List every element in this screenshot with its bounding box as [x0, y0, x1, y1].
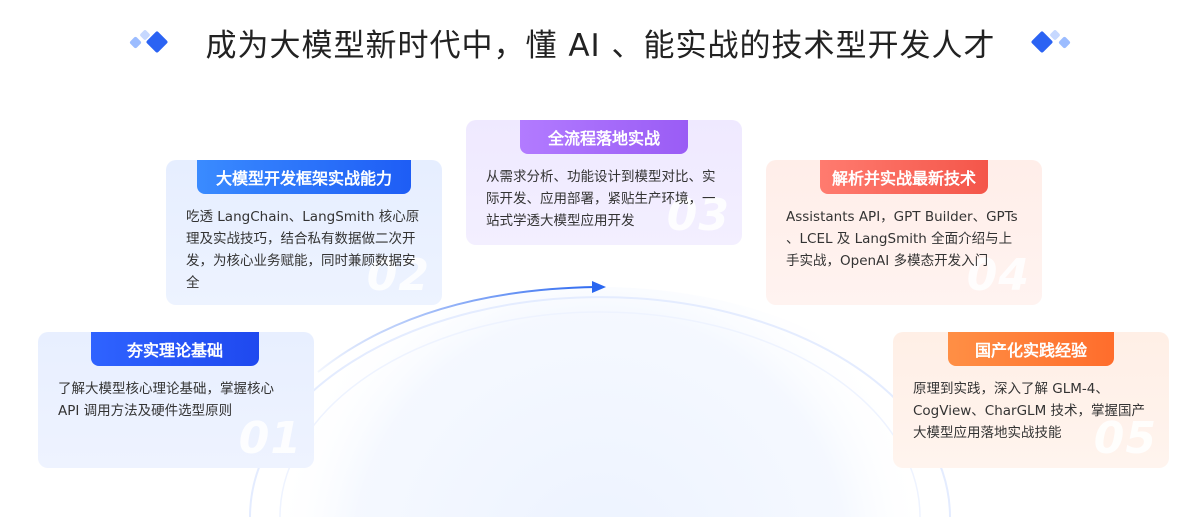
- card-theory: 夯实理论基础 了解大模型核心理论基础，掌握核心 API 调用方法及硬件选型原则 …: [38, 332, 314, 468]
- card-number-03: 03: [666, 190, 730, 241]
- card-title-theory: 夯实理论基础: [91, 332, 259, 366]
- card-framework: 大模型开发框架实战能力 吃透 LangChain、LangSmith 核心原理及…: [166, 160, 442, 305]
- card-title-full-process: 全流程落地实战: [520, 120, 688, 154]
- card-number-05: 05: [1093, 413, 1157, 464]
- card-title-domestic: 国产化实践经验: [948, 332, 1114, 366]
- card-body-theory: 了解大模型核心理论基础，掌握核心 API 调用方法及硬件选型原则: [58, 381, 274, 419]
- header: 成为大模型新时代中，懂 AI 、能实战的技术型开发人才: [0, 14, 1201, 70]
- diamond-decoration-right-icon: [1024, 25, 1074, 59]
- card-body-domestic: 原理到实践，深入了解 GLM-4、CogView、CharGLM 技术，掌握国产…: [913, 381, 1146, 441]
- card-latest-tech: 解析并实战最新技术 Assistants API，GPT Builder、GPT…: [766, 160, 1042, 305]
- page-title: 成为大模型新时代中，懂 AI 、能实战的技术型开发人才: [205, 27, 996, 64]
- card-title-framework: 大模型开发框架实战能力: [197, 160, 411, 194]
- arrow-head-icon: [592, 281, 606, 293]
- card-domestic: 国产化实践经验 原理到实践，深入了解 GLM-4、CogView、CharGLM…: [893, 332, 1169, 468]
- card-body-full-process: 从需求分析、功能设计到模型对比、实际开发、应用部署，紧贴生产环境，一站式学透大模…: [486, 169, 716, 229]
- card-body-latest-tech: Assistants API，GPT Builder、GPTs 、LCEL 及 …: [786, 209, 1018, 269]
- diamond-decoration-left-icon: [127, 25, 177, 59]
- card-number-04: 04: [966, 250, 1030, 301]
- card-full-process: 全流程落地实战 从需求分析、功能设计到模型对比、实际开发、应用部署，紧贴生产环境…: [466, 120, 742, 245]
- card-body-framework: 吃透 LangChain、LangSmith 核心原理及实战技巧，结合私有数据做…: [186, 209, 420, 291]
- card-title-latest-tech: 解析并实战最新技术: [820, 160, 988, 194]
